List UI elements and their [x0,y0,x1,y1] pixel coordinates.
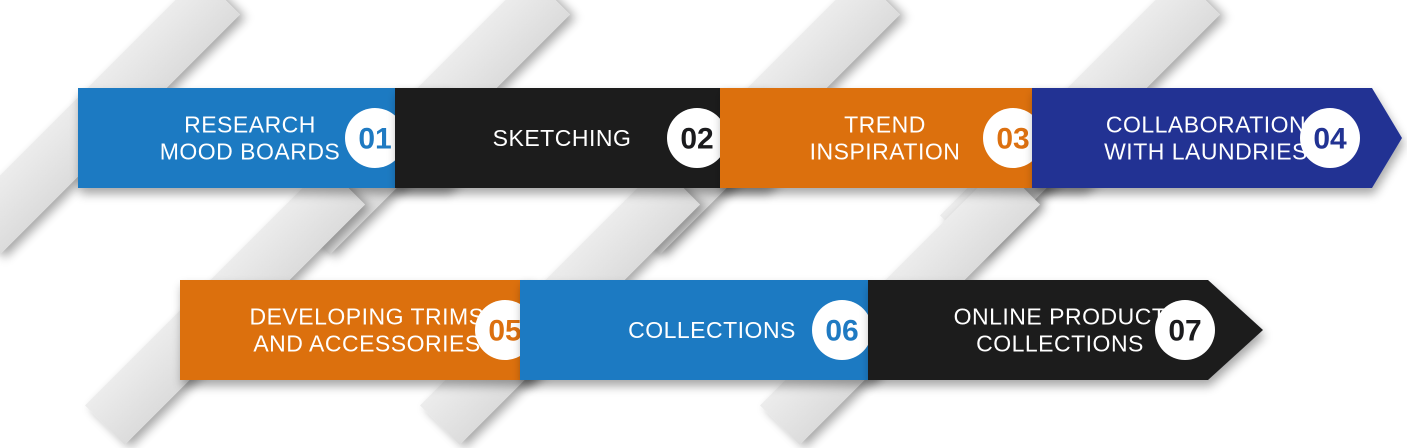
step-arrow-shape [78,88,498,188]
step-label-line: MOOD BOARDS [160,139,341,165]
step-arrow-shape [868,280,1263,380]
step-number-badge [667,108,727,168]
step-number: 03 [996,123,1029,156]
step-label-line: TREND [844,112,926,138]
step-number: 05 [488,315,521,348]
step-label-line: COLLECTIONS [628,317,796,343]
step-number-badge [345,108,405,168]
step-label-line: COLLECTIONS [976,331,1144,357]
step-label-line: RESEARCH [184,112,316,138]
step-number: 04 [1313,123,1347,156]
step-number-badge [983,108,1043,168]
step-arrow-shape [180,280,582,380]
step-label-line: DEVELOPING TRIMS [249,304,484,330]
step-arrow-shape [1032,88,1402,188]
step-number-badge [1300,108,1360,168]
step-label-line: ONLINE PRODUCT [954,304,1167,330]
step-label-line: AND ACCESSORIES [253,331,480,357]
step-label-line: COLLABORATION [1106,112,1306,138]
step-label-line: WITH LAUNDRIES [1104,139,1308,165]
step-number: 02 [680,123,713,156]
step-arrow-shape [520,280,920,380]
step-number: 07 [1168,315,1201,348]
step-label-line: SKETCHING [493,125,632,151]
step-arrow-shape [720,88,1135,188]
step-number: 01 [358,123,391,156]
step-number: 06 [825,315,858,348]
step-number-badge [812,300,872,360]
step-label-line: INSPIRATION [810,139,961,165]
process-step-02: SKETCHING 02 [395,88,817,188]
step-number-badge [1155,300,1215,360]
process-step-06: COLLECTIONS 06 [520,280,920,380]
